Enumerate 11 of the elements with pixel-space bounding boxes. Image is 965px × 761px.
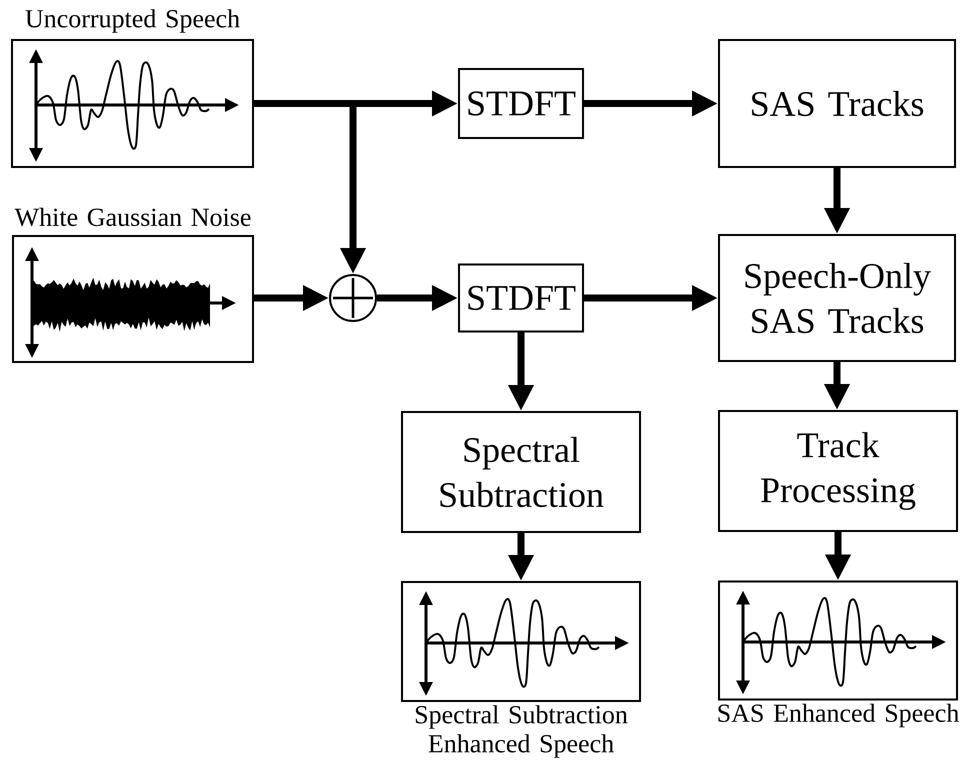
process-box: SAS Tracks — [718, 39, 956, 168]
process-box: STDFT — [458, 264, 584, 332]
process-box: Speech-Only SAS Tracks — [718, 234, 956, 362]
process-box: Track Processing — [718, 410, 958, 532]
signal-label: White Gaussian Noise — [14, 208, 250, 226]
signal-label: Spectral Subtraction Enhanced Speech — [416, 705, 628, 758]
signal-label: Uncorrupted Speech — [25, 9, 240, 33]
summing-junction — [329, 274, 377, 322]
process-box: STDFT — [458, 68, 584, 139]
signal-label: SAS Enhanced Speech — [718, 704, 959, 728]
process-box: Spectral Subtraction — [401, 411, 641, 533]
